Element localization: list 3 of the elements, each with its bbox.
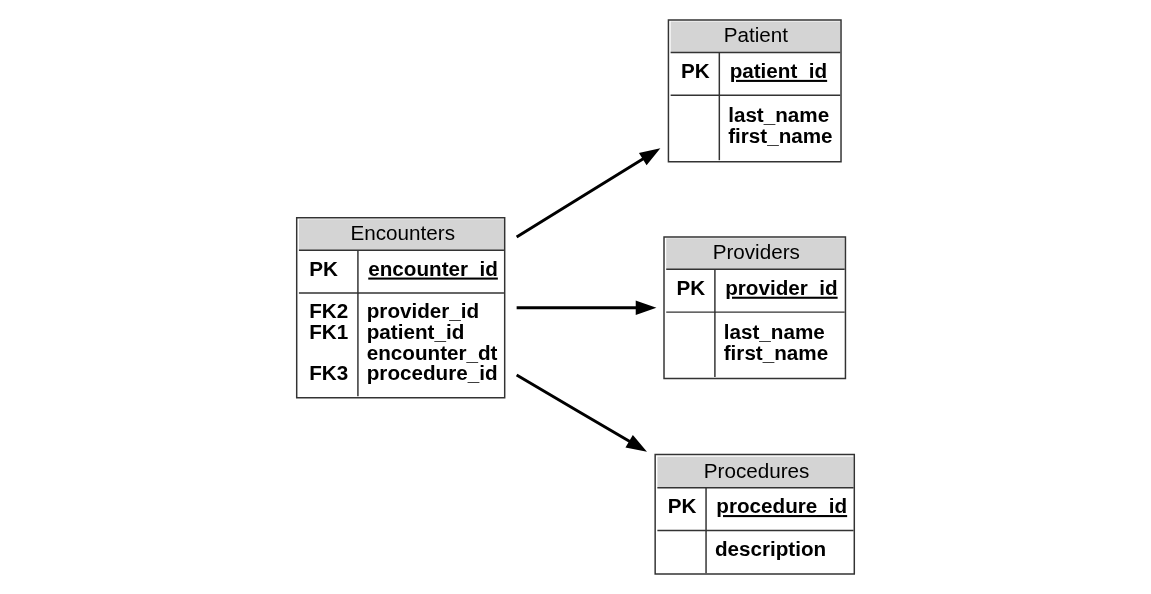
arrow bbox=[515, 373, 647, 452]
arrow bbox=[516, 300, 657, 315]
arrow bbox=[515, 148, 661, 239]
